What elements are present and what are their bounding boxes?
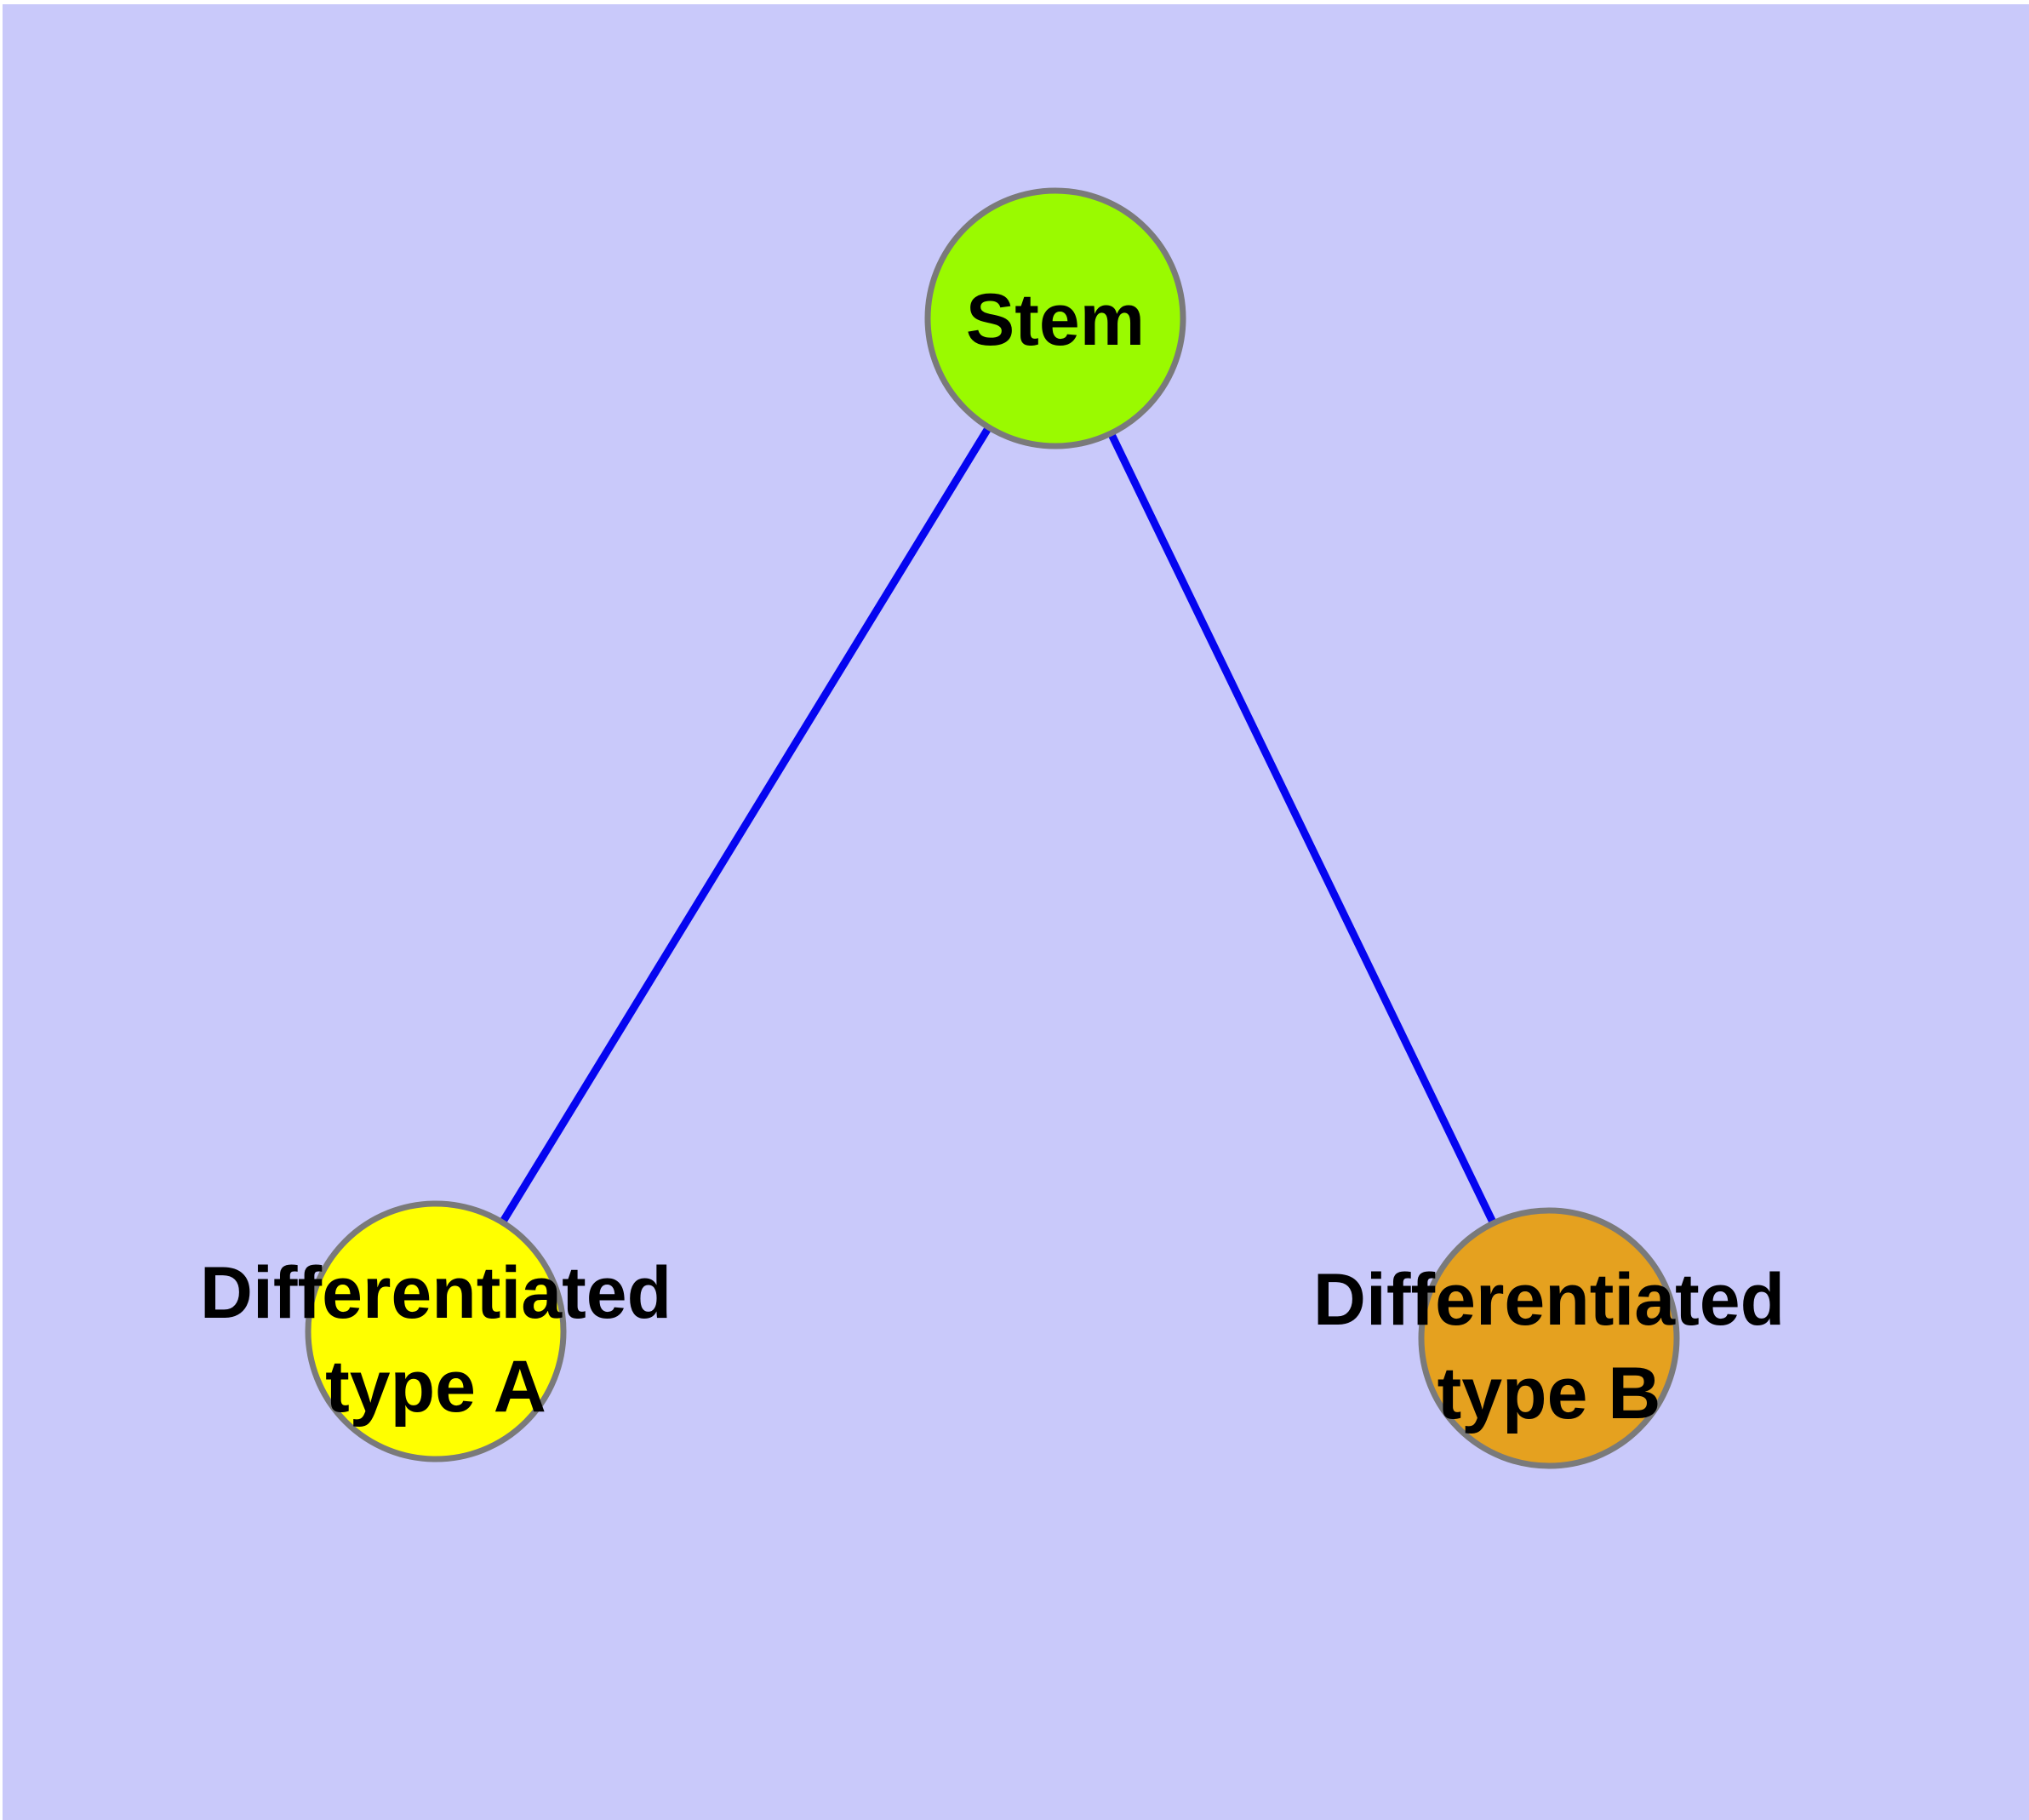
edge-stem-to-type-b (1051, 317, 1553, 1340)
node-differentiated-type-b-circle (1418, 1207, 1680, 1469)
edge-stem-to-type-a (432, 316, 1059, 1334)
node-stem-circle (924, 187, 1186, 449)
node-differentiated-type-b-label-line2: type B (1437, 1353, 1661, 1434)
node-differentiated-type-a: Differentiated type A (200, 1200, 672, 1462)
node-differentiated-type-a-label-line2: type A (325, 1346, 546, 1428)
node-stem: Stem (924, 187, 1186, 449)
node-differentiated-type-a-label-line1: Differentiated (200, 1252, 672, 1334)
node-differentiated-type-b: Differentiated type B (1313, 1207, 1785, 1469)
node-stem-label: Stem (966, 279, 1145, 361)
node-differentiated-type-b-label-line1: Differentiated (1313, 1259, 1785, 1341)
node-differentiated-type-a-circle (305, 1200, 567, 1462)
